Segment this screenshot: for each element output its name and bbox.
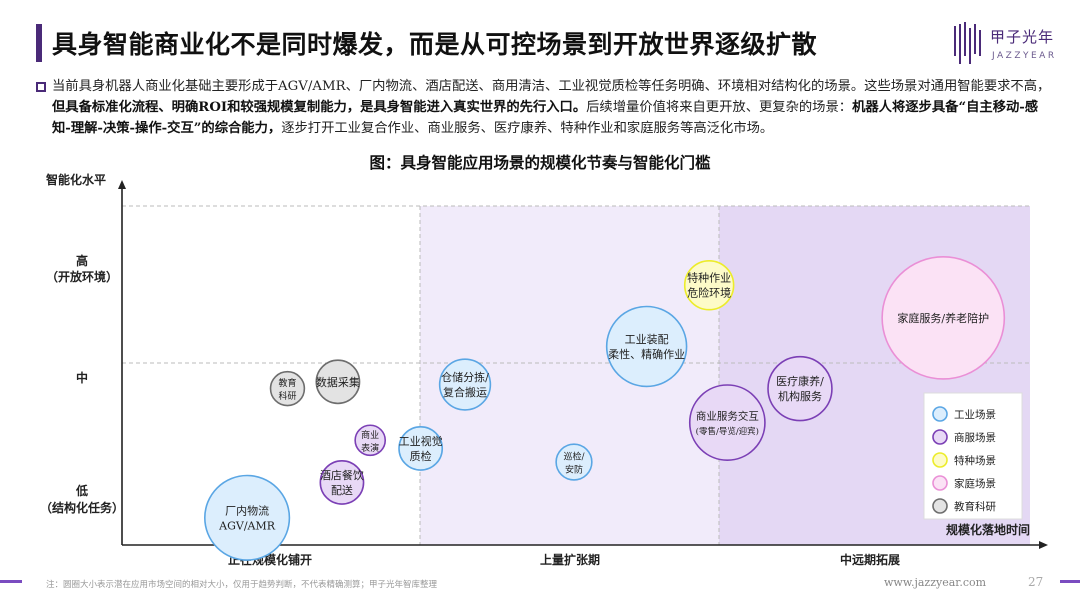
bubble-circle [605,305,688,388]
logo-text-cn: 甲子光年 [990,28,1055,46]
logo-text-en: JAZZYEAR [992,51,1057,61]
y-axis-title: 智能化水平 [45,172,106,187]
y-axis-arrow-icon [118,180,126,189]
bubble-circle [319,460,365,505]
legend-label: 教育科研 [954,500,996,513]
bubble-label: (零售/导览/迎宾) [696,426,759,437]
footer-accent-left [0,580,22,583]
bubble-circle [315,359,361,405]
bubble-工业场景: 厂内物流 AGV/AMR [204,474,291,561]
bubble-家庭场景: 家庭服务/养老陪护 [881,255,1006,380]
bubble-circle [354,424,387,457]
brand-logo: 甲子光年 JAZZYEAR [952,18,1062,70]
bubble-circle [269,370,306,407]
bubble-商服场景: 医疗康养/机构服务 [767,355,833,422]
bubble-label: 厂内物流 [225,503,269,517]
bubble-circle [767,355,833,422]
legend-swatch [932,498,948,514]
bubble-label: 危险环境 [687,286,731,300]
x-phase-label: 中远期拓展 [840,552,900,567]
bubble-label: 酒店餐饮 [320,468,364,482]
bubble-label: 家庭服务/养老陪护 [897,311,989,325]
bubble-教育科研: 教育科研 [269,370,306,407]
bubble-label: 教育 [278,377,296,389]
bubble-label: 工业视觉 [399,434,443,448]
jazzyear-mark-icon [954,22,981,64]
footer-accent-right [1060,580,1080,583]
bubble-label: 柔性、精确作业 [608,347,685,361]
legend-swatch [932,452,948,468]
title-accent-bar [36,24,42,62]
bubble-label: 仓储分拣/ [441,370,489,384]
y-level-label: 高 [76,253,88,268]
bubble-circle [555,443,593,481]
bubble-circle [398,426,444,471]
intro-paragraph: 当前具身机器人商业化基础主要形成于AGV/AMR、厂内物流、酒店配送、商用清洁、… [52,76,1052,139]
intro-text-5: 逐步打开工业复合作业、商业服务、医疗康养、特种作业和家庭服务等高泛化市场。 [281,121,774,136]
y-level-label: 中 [76,370,88,385]
bubble-label: 表演 [361,442,379,454]
bubble-label: 配送 [331,483,353,497]
bubble-label: AGV/AMR [218,519,276,532]
bubble-工业场景: 仓储分拣/复合搬运 [438,358,492,411]
intro-text-3: 后续增量价值将来自更开放、更复杂的场景： [586,100,853,115]
x-axis-arrow-icon [1039,541,1048,549]
y-level-label: 低 [75,483,88,498]
bubble-label: 医疗康养/ [776,374,824,388]
bubble-label: 复合搬运 [443,385,487,399]
bubble-label: 商业服务交互 [696,409,759,422]
bubble-circle [438,358,492,411]
y-level-sublabel: （开放环境） [46,269,118,284]
page-number: 27 [1028,575,1044,589]
legend-label: 工业场景 [954,408,996,421]
bubble-label: 科研 [278,390,296,402]
y-level-sublabel: （结构化任务） [40,500,124,515]
legend-label: 家庭场景 [954,477,996,490]
legend-swatch [932,429,948,445]
bubble-label: 机构服务 [778,389,822,403]
bubble-教育科研: 数据采集 [315,359,361,405]
bubble-label: 安防 [565,464,583,476]
legend-label: 商服场景 [954,431,996,444]
bubble-label: 数据采集 [316,375,360,389]
bubble-label: 特种作业 [687,271,731,285]
bubble-label: 质检 [410,449,432,463]
legend-label: 特种场景 [954,454,996,467]
intro-text-2: 但具备标准化流程、明确ROI和较强规模复制能力，是具身智能进入真实世界的先行入口… [52,100,587,115]
bubble-商服场景: 商业服务交互 (零售/导览/迎宾) [688,384,766,461]
footer-url[interactable]: www.jazzyear.com [884,576,987,589]
page-title: 具身智能商业化不是同时爆发，而是从可控场景到开放世界逐级扩散 [52,30,818,59]
intro-text-1: 当前具身机器人商业化基础主要形成于AGV/AMR、厂内物流、酒店配送、商用清洁、… [52,79,1051,94]
bubble-label: 巡检/ [563,451,585,463]
bubble-circle [204,474,291,561]
bubble-circle [881,255,1006,380]
x-axis-title: 规模化落地时间 [946,522,1030,537]
bubble-工业场景: 巡检/安防 [555,443,593,481]
footer-note: 注：圆圈大小表示潜在应用市场空间的相对大小，仅用于趋势判断，不代表精确测算；甲子… [46,580,438,590]
legend-swatch [932,475,948,491]
x-phase-label: 上量扩张期 [540,552,600,567]
bubble-label: 工业装配 [625,333,669,346]
legend-swatch [932,406,948,422]
bullet-square-icon [36,82,46,92]
bubble-circle [683,259,735,311]
chart-title: 图：具身智能应用场景的规模化节奏与智能化门槛 [369,153,711,172]
bubble-工业场景: 工业视觉质检 [398,426,444,471]
bubble-label: 商业 [361,429,379,441]
bubble-circle [688,384,766,461]
intro-text-4: 机器人将逐步具备“自主移动-感知-理解-决策-操作-交互”的综合能力， [52,100,1039,136]
